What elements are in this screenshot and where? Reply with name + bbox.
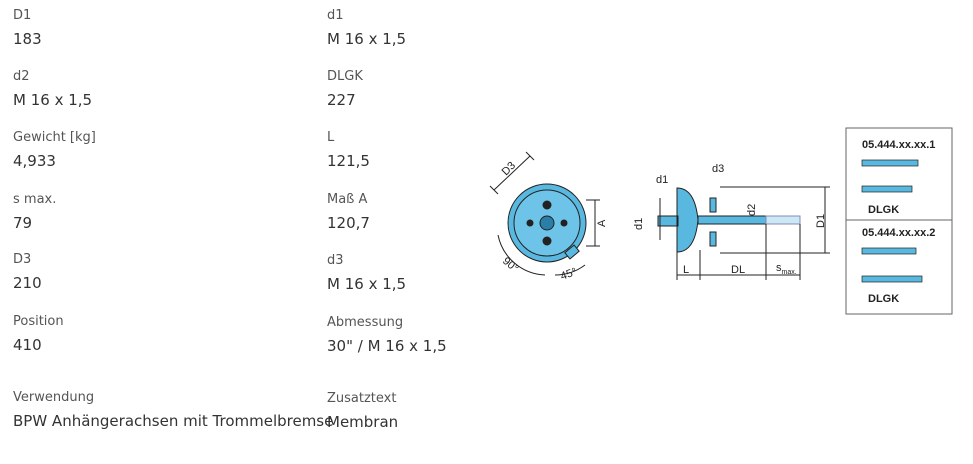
center-bolt	[539, 215, 555, 231]
port-fitting	[564, 244, 580, 260]
label-d1-left: d1	[633, 218, 645, 230]
spec-value: 4,933	[13, 152, 56, 170]
spec-verwendung: Verwendung BPW Anhängerachsen mit Tromme…	[13, 390, 333, 430]
push-rod-extension	[765, 215, 801, 225]
spec-label: L	[327, 130, 335, 145]
spec-value: 121,5	[327, 152, 370, 170]
spec-label: Gewicht [kg]	[13, 130, 96, 145]
spec-label: D3	[13, 252, 32, 267]
fork-box-frame	[845, 127, 953, 315]
spec-value: 183	[13, 30, 42, 48]
spec-label: Verwendung	[13, 390, 95, 405]
spec-label: d1	[327, 8, 344, 23]
fork-icon-2	[861, 185, 913, 193]
inlet-port	[657, 215, 679, 227]
fork-box	[845, 127, 953, 315]
label-s-subscript: max.	[782, 269, 797, 276]
spec-label: Position	[13, 314, 64, 329]
spec-gewicht: Gewicht [kg] 4,933	[13, 130, 96, 170]
mount-hole-top	[542, 200, 552, 210]
bolt-top	[709, 197, 717, 213]
spec-label: DLGK	[327, 69, 363, 84]
mount-hole-bottom	[542, 236, 552, 246]
spec-zusatztext: Zusatztext Membran	[327, 391, 398, 431]
spec-value: 79	[13, 214, 33, 232]
mount-hole-right	[560, 219, 568, 227]
spec-abmessung: Abmessung 30" / M 16 x 1,5	[327, 315, 447, 355]
spec-value: 210	[13, 274, 42, 292]
technical-drawing: D3 A 90° 45° d1 d3 d1 d2 D1 L DL smax. 0…	[489, 127, 953, 315]
spec-position: Position 410	[13, 314, 64, 354]
front-view	[489, 151, 600, 276]
spec-d2: d2 M 16 x 1,5	[13, 69, 92, 109]
spec-d1-upper: D1 183	[13, 8, 42, 48]
bolt-bottom	[709, 231, 717, 247]
spec-value: 30" / M 16 x 1,5	[327, 337, 447, 355]
spec-dlgk: DLGK 227	[327, 69, 363, 109]
label-L: L	[683, 264, 689, 276]
fork-icon-1	[861, 159, 919, 167]
push-rod	[697, 215, 767, 225]
spec-label: Zusatztext	[327, 391, 397, 406]
label-d3-front: D3	[500, 160, 518, 178]
spec-value: 410	[13, 336, 42, 354]
label-angle-90: 90°	[500, 255, 520, 275]
spec-value: M 16 x 1,5	[327, 30, 407, 48]
spec-value: BPW Anhängerachsen mit Trommelbremse	[13, 412, 334, 430]
spec-l: L 121,5	[327, 130, 370, 170]
fork-icon-3	[861, 247, 917, 255]
label-s: smax.	[776, 262, 797, 276]
spec-label: Maß A	[327, 192, 368, 207]
spec-value: M 16 x 1,5	[13, 91, 93, 109]
spec-label: Abmessung	[327, 315, 404, 330]
spec-d3-upper: D3 210	[13, 252, 42, 292]
label-code-1: 05.444.xx.xx.1	[862, 139, 935, 151]
label-d1-top: d1	[656, 174, 668, 186]
label-d2: d2	[746, 204, 758, 216]
label-d3-side: d3	[712, 163, 724, 175]
spec-d3-lower: d3 M 16 x 1,5	[327, 253, 406, 293]
spec-value: 227	[327, 91, 356, 109]
label-s-main: s	[776, 262, 782, 274]
side-view	[657, 186, 830, 280]
label-dlgk-1: DLGK	[868, 204, 899, 216]
label-dlgk-2: DLGK	[868, 293, 899, 305]
label-code-2: 05.444.xx.xx.2	[862, 227, 935, 239]
label-D1-side: D1	[815, 214, 827, 228]
spec-value: M 16 x 1,5	[327, 275, 407, 293]
label-DL: DL	[731, 264, 745, 276]
label-angle-45: 45°	[559, 266, 579, 283]
spec-mass-a: Maß A 120,7	[327, 192, 370, 232]
mount-hole-left	[526, 219, 534, 227]
spec-label: d2	[13, 69, 30, 84]
chamber-body	[676, 187, 699, 253]
spec-label: d3	[327, 253, 344, 268]
fork-icon-4	[861, 275, 923, 283]
spec-s-max: s max. 79	[13, 192, 56, 232]
spec-value: 120,7	[327, 214, 370, 232]
spec-d1-lower: d1 M 16 x 1,5	[327, 8, 406, 48]
label-a: A	[596, 219, 608, 227]
spec-label: s max.	[13, 192, 57, 207]
spec-label: D1	[13, 8, 32, 23]
spec-value: Membran	[327, 413, 399, 431]
